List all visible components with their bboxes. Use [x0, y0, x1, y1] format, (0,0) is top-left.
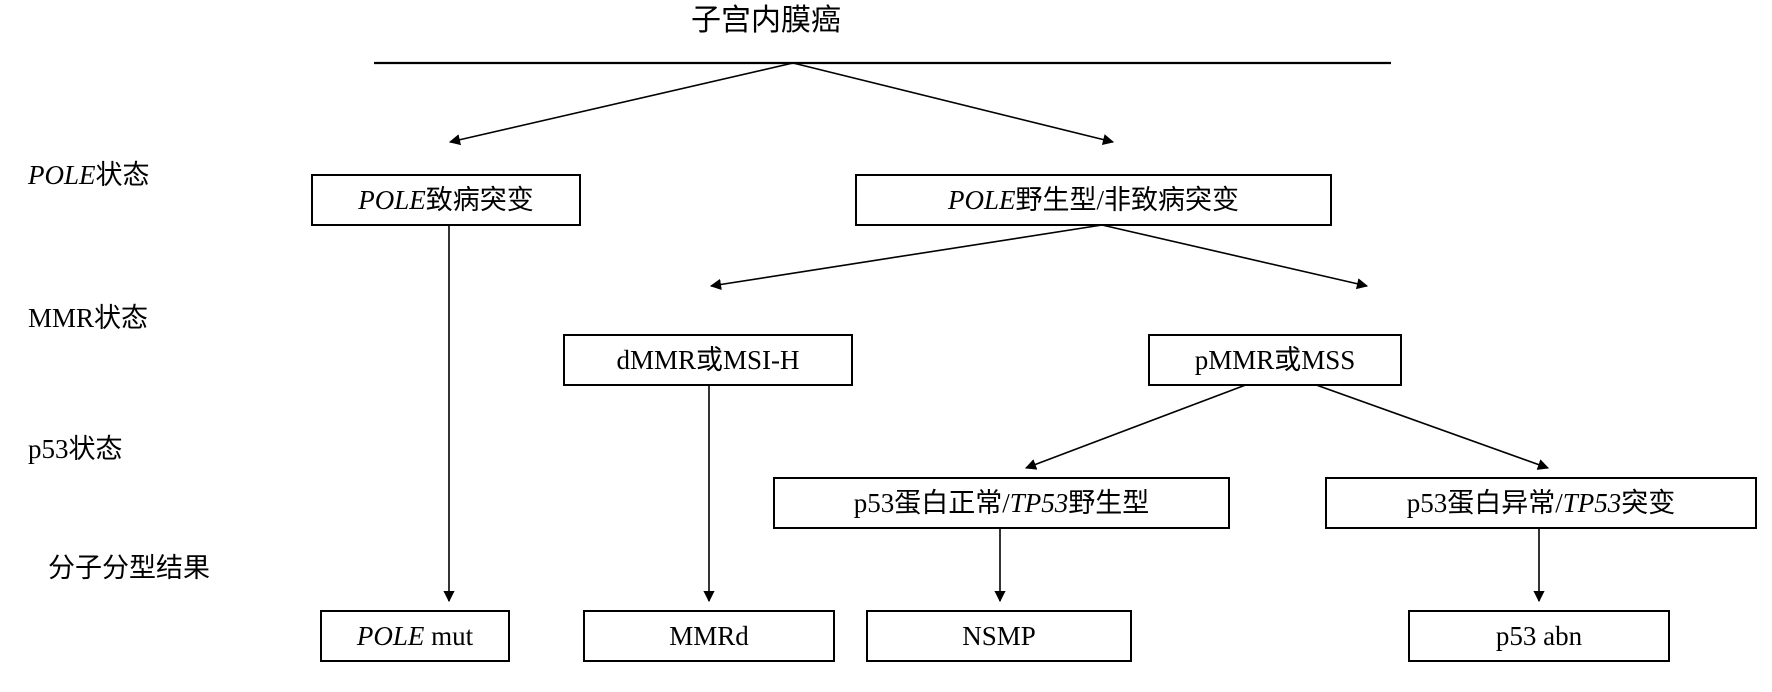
- row-label-p53-status: p53状态: [28, 429, 123, 469]
- node-pole-pathogenic-mutation[interactable]: POLE致病突变: [311, 174, 581, 226]
- node-p53-normal-tp53-wildtype[interactable]: p53蛋白正常/TP53野生型: [773, 477, 1230, 529]
- node-result-mmrd-text: MMRd: [669, 620, 749, 651]
- node-result-p53-abn[interactable]: p53 abn: [1408, 610, 1670, 662]
- row-label-pole-rest: 状态: [95, 159, 150, 190]
- row-label-pole-italic: POLE: [28, 159, 96, 190]
- node-p53-abn-pre: p53蛋白异常/: [1406, 487, 1563, 518]
- edge-pmmr-to-p53-normal: [1024, 371, 1281, 470]
- node-result-p53-text: p53 abn: [1495, 620, 1583, 651]
- node-result-pole-rest: mut: [424, 620, 474, 651]
- node-pole-wildtype-nonpathogenic[interactable]: POLE野生型/非致病突变: [855, 174, 1332, 226]
- row-label-result-text: 分子分型结果: [48, 552, 210, 583]
- node-pmmr-mss[interactable]: pMMR或MSS: [1148, 334, 1402, 386]
- node-p53-abn-italic: TP53: [1562, 487, 1622, 518]
- edge-pmmr-to-p53-abn: [1279, 371, 1550, 470]
- node-result-pole-italic: POLE: [356, 620, 425, 651]
- node-result-mmrd[interactable]: MMRd: [583, 610, 835, 662]
- node-p53-abn-post: 突变: [1621, 487, 1676, 518]
- node-pole-wt-text-wrap: POLE野生型/非致病突变: [942, 184, 1245, 215]
- edge-pole-wt-to-dmmr: [709, 224, 1103, 290]
- node-dmmr-msi-h[interactable]: dMMR或MSI-H: [563, 334, 853, 386]
- node-p53-normal-post: 野生型: [1068, 487, 1150, 518]
- row-label-mmr-status: MMR状态: [28, 298, 148, 338]
- node-dmmr-text: dMMR或MSI-H: [616, 344, 800, 375]
- row-label-mmr-text: MMR状态: [28, 302, 149, 333]
- page-title-text: 子宫内膜癌: [691, 4, 841, 37]
- node-pole-mut-rest: 致病突变: [425, 184, 534, 215]
- edge-root-to-pole-mut: [448, 62, 794, 146]
- node-pmmr-text: pMMR或MSS: [1194, 344, 1356, 375]
- page-title: 子宫内膜癌: [566, 6, 966, 36]
- node-result-nsmp[interactable]: NSMP: [866, 610, 1132, 662]
- node-result-pole-mut[interactable]: POLE mut: [320, 610, 510, 662]
- node-p53-abnormal-tp53-mutation[interactable]: p53蛋白异常/TP53突变: [1325, 477, 1757, 529]
- node-p53-normal-italic: TP53: [1009, 487, 1069, 518]
- node-pole-wt-rest: 野生型/非致病突变: [1015, 184, 1239, 215]
- node-p53-abn-text-wrap: p53蛋白异常/TP53突变: [1401, 487, 1682, 518]
- node-pole-mut-italic: POLE: [358, 184, 426, 215]
- row-label-p53-text: p53状态: [28, 433, 123, 464]
- node-pole-wt-italic: POLE: [947, 184, 1016, 215]
- row-label-classification-result: 分子分型结果: [48, 548, 210, 588]
- node-result-nsmp-text: NSMP: [962, 620, 1036, 651]
- node-p53-normal-pre: p53蛋白正常/: [853, 487, 1010, 518]
- edge-pole-wt-to-pmmr: [1101, 224, 1369, 290]
- edge-root-to-pole-wt: [792, 62, 1115, 146]
- node-pole-mut-text-wrap: POLE致病突变: [352, 184, 540, 215]
- node-result-pole-text-wrap: POLE mut: [351, 620, 479, 651]
- node-p53-normal-text-wrap: p53蛋白正常/TP53野生型: [848, 487, 1156, 518]
